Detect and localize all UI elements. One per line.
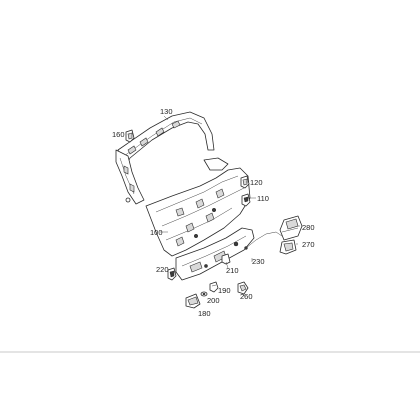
part-280-module[interactable] (279, 215, 303, 241)
part-120-clip[interactable] (240, 175, 250, 189)
part-180-switch[interactable] (185, 293, 201, 309)
part-190-bolt[interactable] (209, 281, 219, 293)
callout-210[interactable]: 210 (226, 266, 239, 275)
callout-200[interactable]: 200 (207, 296, 220, 305)
callout-260[interactable]: 260 (240, 292, 253, 301)
callout-110[interactable]: 110 (257, 194, 269, 203)
part-230-cable[interactable] (244, 231, 283, 250)
callout-120[interactable]: 120 (250, 178, 263, 187)
part-160-clip[interactable] (125, 129, 135, 143)
callout-100[interactable]: 100 (150, 228, 163, 237)
callout-220[interactable]: 220 (156, 265, 169, 274)
part-130-left-pillar-trim[interactable] (115, 149, 145, 205)
part-110-clip[interactable] (241, 193, 251, 207)
part-220-clip[interactable] (167, 267, 177, 281)
part-260-grommet[interactable] (237, 281, 249, 295)
callout-280[interactable]: 280 (302, 223, 315, 232)
part-270-connector[interactable] (279, 239, 297, 255)
part-210-clip[interactable] (221, 253, 231, 265)
part-200-washer[interactable] (200, 291, 208, 297)
callout-180[interactable]: 180 (198, 309, 211, 318)
part-lower-trim-panel[interactable] (175, 227, 255, 281)
callout-130[interactable]: 130 (160, 107, 173, 116)
callout-160[interactable]: 160 (112, 130, 125, 139)
callout-270[interactable]: 270 (302, 240, 315, 249)
leader-lines (128, 115, 300, 296)
callout-190[interactable]: 190 (218, 286, 231, 295)
callout-labels: 130 160 120 110 100 280 270 230 210 220 … (112, 107, 315, 318)
callout-230[interactable]: 230 (252, 257, 265, 266)
part-100-tailgate-panel[interactable] (145, 157, 251, 257)
